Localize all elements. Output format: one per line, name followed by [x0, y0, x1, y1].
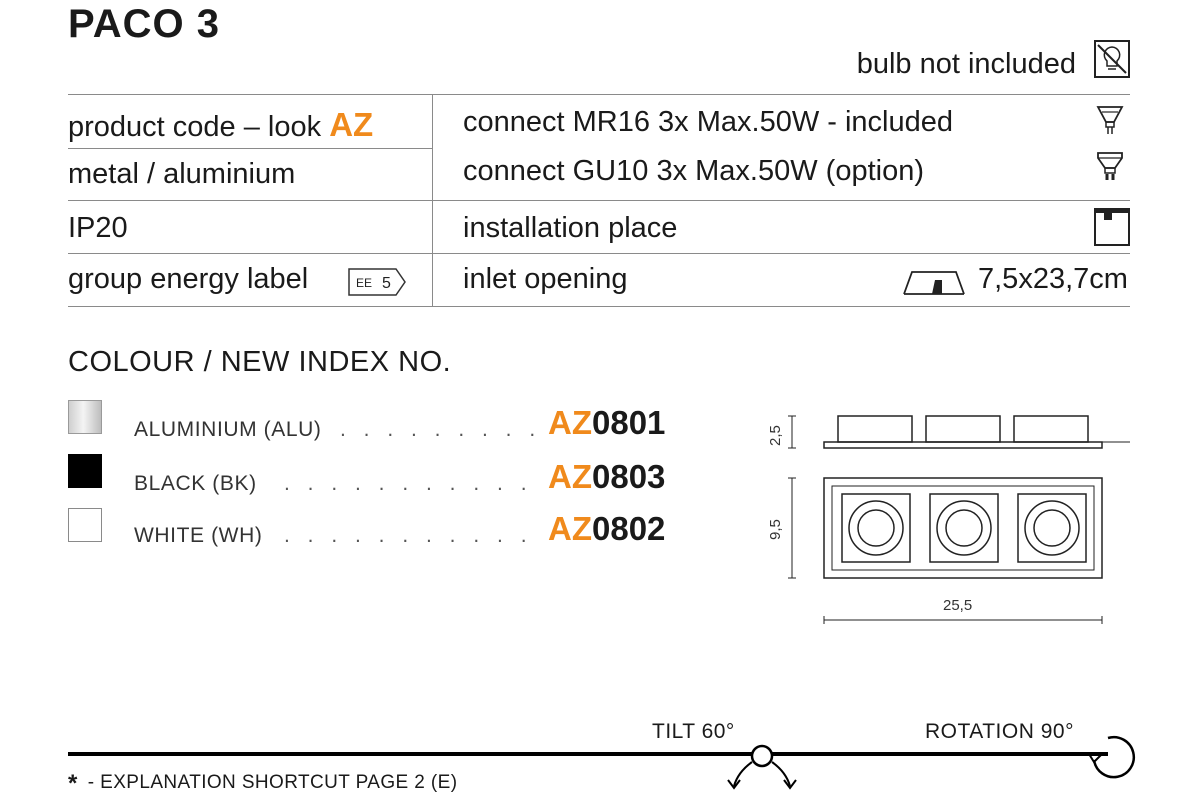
colour-section-title: COLOUR / NEW INDEX NO. [68, 346, 452, 378]
index-code-black: AZ0803 [548, 458, 665, 496]
colour-leader-dots: . . . . . . . . . . . . . . [284, 524, 540, 547]
rotation-label: ROTATION 90° [925, 720, 1074, 743]
index-code-prefix: AZ [548, 404, 592, 441]
colour-name-white: WHITE (WH) [134, 524, 263, 547]
index-code-number: 0801 [592, 404, 666, 441]
table-rule-bottom [68, 306, 1130, 307]
connect-mr16-text: connect MR16 3x Max.50W - included [463, 106, 953, 138]
colour-name-black: BLACK (BK) [134, 472, 257, 495]
footer-note: * - EXPLANATION SHORTCUT PAGE 2 (E) [68, 770, 457, 798]
ip-rating-text: IP20 [68, 212, 128, 244]
width-dimension-label: 25,5 [943, 597, 972, 614]
technical-drawing: 2,5 9,5 25,5 [767, 415, 1130, 624]
height-dimension [788, 415, 796, 449]
top-view [823, 477, 1103, 579]
mr16-bulb-icon [1096, 106, 1124, 134]
energy-badge-prefix: EE [356, 276, 372, 290]
product-code-row: product code – look AZ [68, 106, 373, 144]
table-rule-row2 [68, 200, 1130, 201]
energy-badge-icon: EE 5 [348, 268, 406, 296]
table-column-divider [432, 94, 433, 306]
colour-leader-dots: . . . . . . . . . . . . [340, 418, 540, 441]
gu10-bulb-icon [1097, 152, 1123, 180]
swatch-aluminium [68, 400, 102, 434]
swatch-black [68, 454, 102, 488]
side-view [823, 415, 1103, 449]
installation-place-text: installation place [463, 212, 678, 244]
index-code-white: AZ0802 [548, 510, 665, 548]
swatch-white [68, 508, 102, 542]
index-code-aluminium: AZ0801 [548, 404, 665, 442]
energy-label-text: group energy label [68, 263, 309, 295]
material-text: metal / aluminium [68, 158, 296, 190]
rotation-icon [1088, 735, 1136, 779]
index-code-prefix: AZ [548, 458, 592, 495]
index-code-number: 0803 [592, 458, 666, 495]
colour-leader-dots: . . . . . . . . . . . . . . [284, 472, 540, 495]
tilt-icon [727, 744, 797, 790]
product-title: PACO 3 [68, 2, 220, 46]
asterisk-icon: * [68, 770, 78, 797]
inlet-size-text: 7,5x23,7cm [978, 263, 1128, 295]
bulb-not-included-note: bulb not included [856, 48, 1076, 80]
table-rule-row1-left [68, 148, 432, 149]
width-dimension [823, 616, 1103, 624]
index-code-prefix: AZ [548, 510, 592, 547]
tilt-label: TILT 60° [652, 720, 735, 743]
colour-name-aluminium: ALUMINIUM (ALU) [134, 418, 322, 441]
energy-badge-value: 5 [382, 275, 391, 292]
footer-text: - EXPLANATION SHORTCUT PAGE 2 (E) [87, 772, 458, 793]
inlet-opening-text: inlet opening [463, 263, 628, 295]
no-bulb-icon [1094, 40, 1130, 78]
feature-bar-line [68, 752, 1108, 756]
product-code-label: product code – look [68, 111, 322, 143]
brand-az: AZ [329, 106, 374, 143]
index-code-number: 0802 [592, 510, 666, 547]
table-rule-top [68, 94, 1130, 95]
table-rule-row3 [68, 253, 1130, 254]
depth-dimension [788, 477, 796, 579]
connect-gu10-text: connect GU10 3x Max.50W (option) [463, 155, 924, 187]
depth-dimension-label: 9,5 [767, 519, 784, 540]
inlet-opening-icon [903, 271, 965, 295]
height-dimension-label: 2,5 [767, 425, 784, 446]
installation-ceiling-icon [1094, 208, 1130, 246]
